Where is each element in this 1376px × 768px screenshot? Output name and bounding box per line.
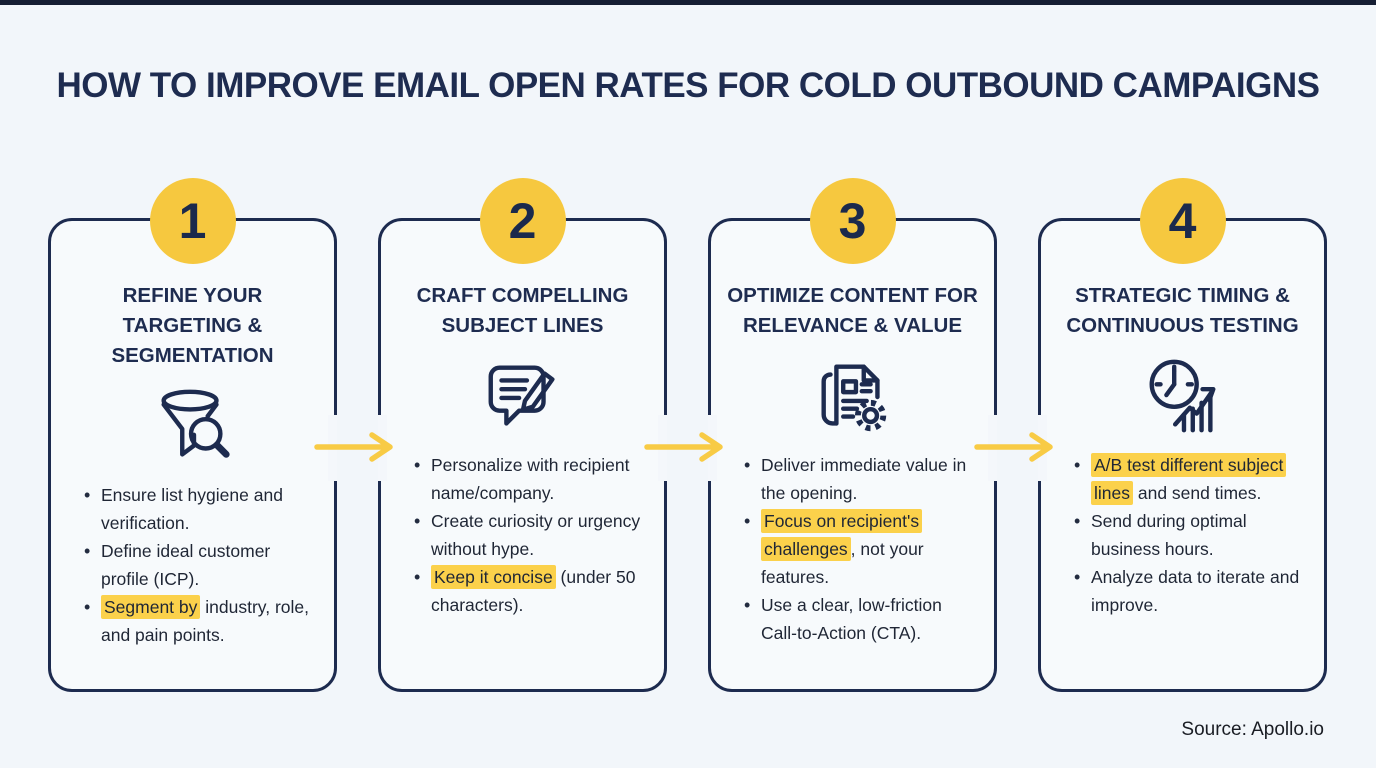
funnel-search-icon xyxy=(51,381,334,473)
step-number: 1 xyxy=(178,193,207,249)
clock-growth-icon xyxy=(1041,351,1324,443)
flow-arrow-icon xyxy=(313,431,403,463)
step-title: OPTIMIZE CONTENT FOR RELEVANCE & VALUE xyxy=(727,284,978,337)
page-title: HOW TO IMPROVE EMAIL OPEN RATES FOR COLD… xyxy=(56,66,1320,105)
step-number: 3 xyxy=(838,193,867,249)
bullet-item: Deliver immediate value in the opening. xyxy=(744,451,982,507)
bullet-item: Keep it concise (under 50 characters). xyxy=(414,563,652,619)
step-number: 2 xyxy=(508,193,537,249)
step-bullets: Ensure list hygiene and verification.Def… xyxy=(51,481,334,649)
top-edge-strip xyxy=(0,0,1376,5)
step-title: REFINE YOUR TARGETING & SEGMENTATION xyxy=(111,284,274,367)
flow-arrow-icon xyxy=(643,431,733,463)
step-number-badge: 4 xyxy=(1139,178,1226,264)
step-number-badge: 3 xyxy=(809,178,896,264)
bullet-item: Define ideal customer profile (ICP). xyxy=(84,537,322,593)
step-bullets: Personalize with recipient name/company.… xyxy=(381,451,664,619)
step-bullets: Deliver immediate value in the opening.F… xyxy=(711,451,994,647)
bullet-item: Personalize with recipient name/company. xyxy=(414,451,652,507)
step-card: 1 REFINE YOUR TARGETING & SEGMENTATION E… xyxy=(48,178,337,692)
document-gear-icon xyxy=(711,351,994,443)
step-title: CRAFT COMPELLING SUBJECT LINES xyxy=(416,284,629,337)
bullet-item: Create curiosity or urgency without hype… xyxy=(414,507,652,563)
source-text: Source: Apollo.io xyxy=(1181,719,1324,740)
step-card: 3 OPTIMIZE CONTENT FOR RELEVANCE & VALUE… xyxy=(708,178,997,692)
bullet-item: Segment by industry, role, and pain poin… xyxy=(84,593,322,649)
step-card: 4 STRATEGIC TIMING & CONTINUOUS TESTING … xyxy=(1038,178,1327,692)
step-number-badge: 2 xyxy=(479,178,566,264)
step-number-badge: 1 xyxy=(149,178,236,264)
bullet-item: A/B test different subject lines and sen… xyxy=(1074,451,1312,507)
bullet-item: Analyze data to iterate and improve. xyxy=(1074,563,1312,619)
bullet-item: Send during optimal business hours. xyxy=(1074,507,1312,563)
step-title: STRATEGIC TIMING & CONTINUOUS TESTING xyxy=(1066,284,1299,337)
flow-arrow-icon xyxy=(973,431,1063,463)
bullet-item: Ensure list hygiene and verification. xyxy=(84,481,322,537)
highlighted-text: Keep it concise xyxy=(431,565,556,589)
step-number: 4 xyxy=(1168,193,1197,249)
message-pencil-icon xyxy=(381,351,664,443)
bullet-item: Focus on recipient's challenges, not you… xyxy=(744,507,982,591)
highlighted-text: Segment by xyxy=(101,595,201,619)
step-card: 2 CRAFT COMPELLING SUBJECT LINES Persona… xyxy=(378,178,667,692)
bullet-item: Use a clear, low-friction Call-to-Action… xyxy=(744,591,982,647)
step-bullets: A/B test different subject lines and sen… xyxy=(1041,451,1324,619)
